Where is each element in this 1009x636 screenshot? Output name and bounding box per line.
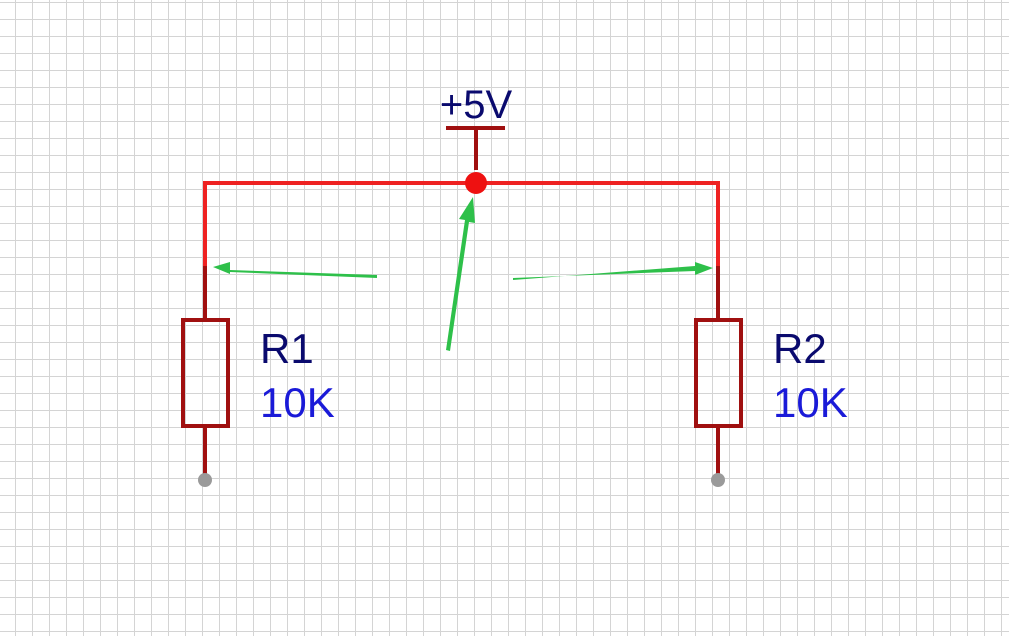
r1-value: 10K (260, 379, 335, 426)
arrow-left (213, 262, 377, 278)
annotation-arrows (213, 197, 713, 351)
r2-designator: R2 (773, 325, 827, 372)
r1-body (181, 318, 230, 428)
r1-designator: R1 (260, 325, 314, 372)
wire-net (203, 172, 720, 266)
power-flag: +5V (440, 83, 513, 170)
resistor-r1[interactable]: R1 10K (181, 266, 335, 487)
r2-pin-end (711, 473, 725, 487)
arrow-up (446, 197, 475, 351)
r1-pin-end (198, 473, 212, 487)
r2-value: 10K (773, 379, 848, 426)
wire-top-bus (203, 181, 720, 266)
junction-dot (465, 172, 487, 194)
r2-body (694, 318, 743, 428)
resistor-r2[interactable]: R2 10K (694, 266, 848, 487)
power-label: +5V (440, 83, 513, 127)
arrow-right (513, 262, 713, 280)
